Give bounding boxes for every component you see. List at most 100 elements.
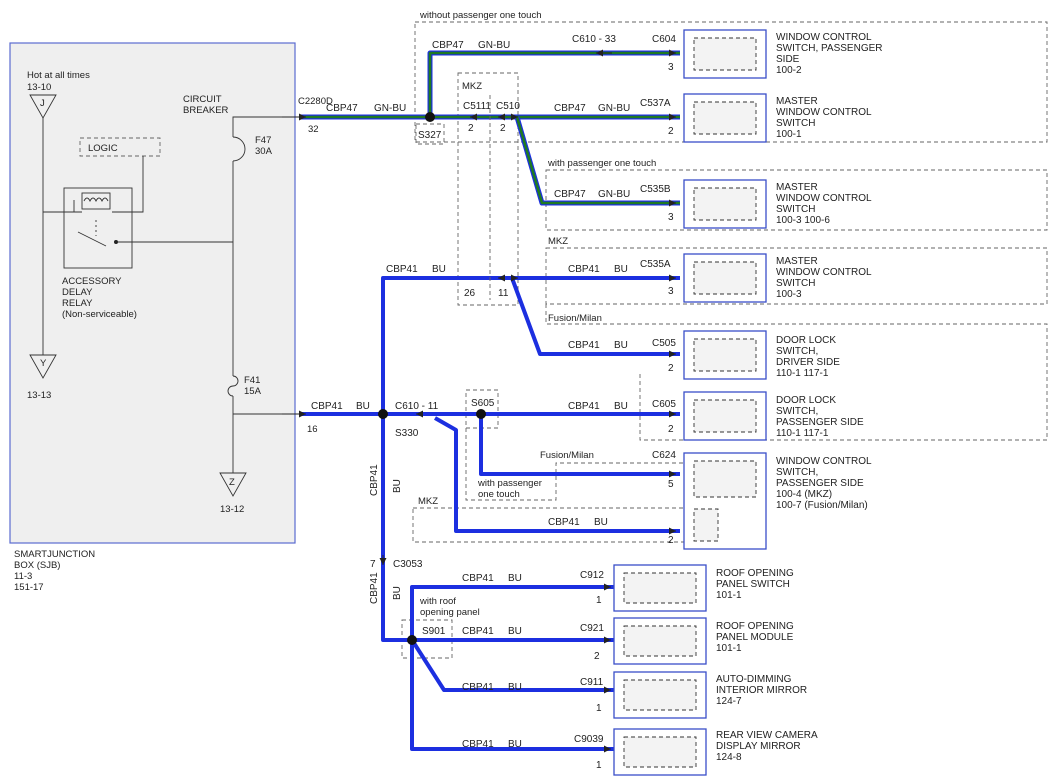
component-auto-dimming-mirror[interactable]: C911 1 AUTO-DIMMING INTERIOR MIRROR 124-… [580, 671, 807, 719]
relay-label-4: (Non-serviceable) [62, 309, 137, 320]
y-terminal-icon [29, 354, 57, 379]
fuse-icon [227, 375, 239, 397]
component-label: SWITCH, PASSENGER [776, 43, 883, 54]
splice-s901 [407, 635, 417, 645]
component-label: WINDOW CONTROL [776, 267, 872, 278]
component-label: SWITCH [776, 278, 815, 289]
component-ref: 124-7 [716, 696, 742, 707]
component-ref: 110-1 117-1 [776, 428, 829, 439]
component-label: PANEL SWITCH [716, 579, 790, 590]
wire-bu-label: BU [508, 739, 522, 750]
pin: 3 [668, 62, 674, 73]
component-label: SIDE [776, 54, 800, 65]
component-door-lock-driver[interactable]: C505 2 DOOR LOCK SWITCH, DRIVER SIDE 110… [652, 330, 840, 380]
c510-label: C510 [496, 101, 520, 112]
component-label: PANEL MODULE [716, 632, 794, 643]
component-label: WINDOW CONTROL [776, 193, 872, 204]
wire-cbp47-label: CBP47 [554, 189, 586, 200]
cbp41-wires [300, 276, 680, 751]
component-master-window-switch-1[interactable]: C537A 2 MASTER WINDOW CONTROL SWITCH 100… [640, 93, 872, 143]
wire-cbp41-vertical: CBP41 [369, 464, 380, 496]
z-ref: 13-12 [220, 504, 244, 515]
component-label: WINDOW CONTROL [776, 32, 872, 43]
pin: 3 [668, 212, 674, 223]
component-label: WINDOW CONTROL [776, 456, 872, 467]
component-label: PASSENGER SIDE [776, 478, 864, 489]
component-ref: 101-1 [716, 590, 742, 601]
pin-32: 32 [308, 124, 319, 135]
wire-cbp47-label: CBP47 [432, 40, 464, 51]
wire-gnbu-label: GN-BU [598, 189, 630, 200]
splice-s327 [425, 112, 435, 122]
c610-33-label: C610 - 33 [572, 34, 616, 45]
component-rear-camera-mirror[interactable]: C9039 1 REAR VIEW CAMERA DISPLAY MIRROR … [574, 728, 818, 776]
connector-c9039: C9039 [574, 734, 604, 745]
j-label: J [40, 98, 45, 109]
component-window-switch-passenger[interactable]: C604 3 WINDOW CONTROL SWITCH, PASSENGER … [652, 29, 883, 79]
connector-c912: C912 [580, 570, 604, 581]
c510-pin: 2 [500, 123, 506, 134]
pin: 2 [594, 651, 600, 662]
wire-bu-label: BU [594, 517, 608, 528]
relay-label-2: DELAY [62, 287, 93, 298]
component-roof-panel-module[interactable]: C921 2 ROOF OPENING PANEL MODULE 101-1 [580, 617, 794, 665]
wire-cbp41-label: CBP41 [462, 626, 494, 637]
component-label: MASTER [776, 256, 818, 267]
component-ref: 100-7 (Fusion/Milan) [776, 500, 868, 511]
wire-cbp47-label: CBP47 [554, 103, 586, 114]
sjb-ref-2: 151-17 [14, 582, 44, 593]
component-label: SWITCH [776, 118, 815, 129]
component-ref: 100-2 [776, 65, 802, 76]
s605-label: S605 [471, 398, 495, 409]
c510-pin-11: 11 [498, 288, 509, 299]
f47-amp: 30A [255, 146, 273, 157]
c2280d-label: C2280D [298, 96, 333, 107]
wire-bu-vertical: BU [392, 586, 403, 600]
hot-ref: 13-10 [27, 82, 51, 93]
s327-dashed [415, 123, 445, 145]
circuit-breaker-label-1: CIRCUIT [183, 94, 222, 105]
pin: 2 [668, 424, 674, 435]
z-label: Z [229, 477, 235, 488]
pin: 2 [668, 535, 674, 546]
component-door-lock-passenger[interactable]: C605 2 DOOR LOCK SWITCH, PASSENGER SIDE … [652, 391, 864, 441]
z-terminal-icon [219, 472, 247, 497]
wire-cbp41-label: CBP41 [386, 264, 418, 275]
component-window-switch-passenger-side[interactable]: C624 5 2 WINDOW CONTROL SWITCH, PASSENGE… [652, 450, 872, 550]
splice-s330 [378, 409, 388, 419]
relay-coil-icon [81, 192, 111, 210]
connector-c537a: C537A [640, 98, 671, 109]
roof-label-2: opening panel [420, 607, 480, 618]
component-label: PASSENGER SIDE [776, 417, 864, 428]
s330-label: S330 [395, 428, 419, 439]
roof-label-1: with roof [419, 596, 456, 607]
component-ref: 110-1 117-1 [776, 368, 829, 379]
mkz-connector-group [457, 72, 519, 306]
circuit-breaker-icon [232, 136, 246, 162]
component-label: DOOR LOCK [776, 335, 836, 346]
component-master-window-switch-3[interactable]: C535A 3 MASTER WINDOW CONTROL SWITCH 100… [640, 253, 872, 303]
pin: 2 [668, 126, 674, 137]
c5111-pin-26: 26 [464, 288, 476, 299]
group-with-one-touch-label: with passenger one touch [547, 158, 656, 169]
wire-cbp41-label: CBP41 [462, 573, 494, 584]
wire-bu-label: BU [508, 682, 522, 693]
component-label: SWITCH, [776, 406, 818, 417]
component-ref: 100-1 [776, 129, 802, 140]
component-label: ROOF OPENING [716, 568, 794, 579]
circuit-breaker-label-2: BREAKER [183, 105, 229, 116]
with-passenger-label-1: with passenger [477, 478, 542, 489]
component-ref: 124-8 [716, 752, 742, 763]
wire-bu-label: BU [508, 573, 522, 584]
pin: 1 [596, 703, 602, 714]
logic-label: LOGIC [88, 143, 118, 154]
component-label: SWITCH, [776, 346, 818, 357]
pin-16: 16 [307, 424, 318, 435]
component-label: MASTER [776, 182, 818, 193]
component-master-window-switch-2[interactable]: C535B 3 MASTER WINDOW CONTROL SWITCH 100… [640, 179, 872, 229]
group-mkz-label: MKZ [548, 236, 568, 247]
component-roof-panel-switch[interactable]: C912 1 ROOF OPENING PANEL SWITCH 101-1 [580, 564, 794, 612]
component-ref: 100-4 (MKZ) [776, 489, 832, 500]
wire-gnbu-label: GN-BU [598, 103, 630, 114]
